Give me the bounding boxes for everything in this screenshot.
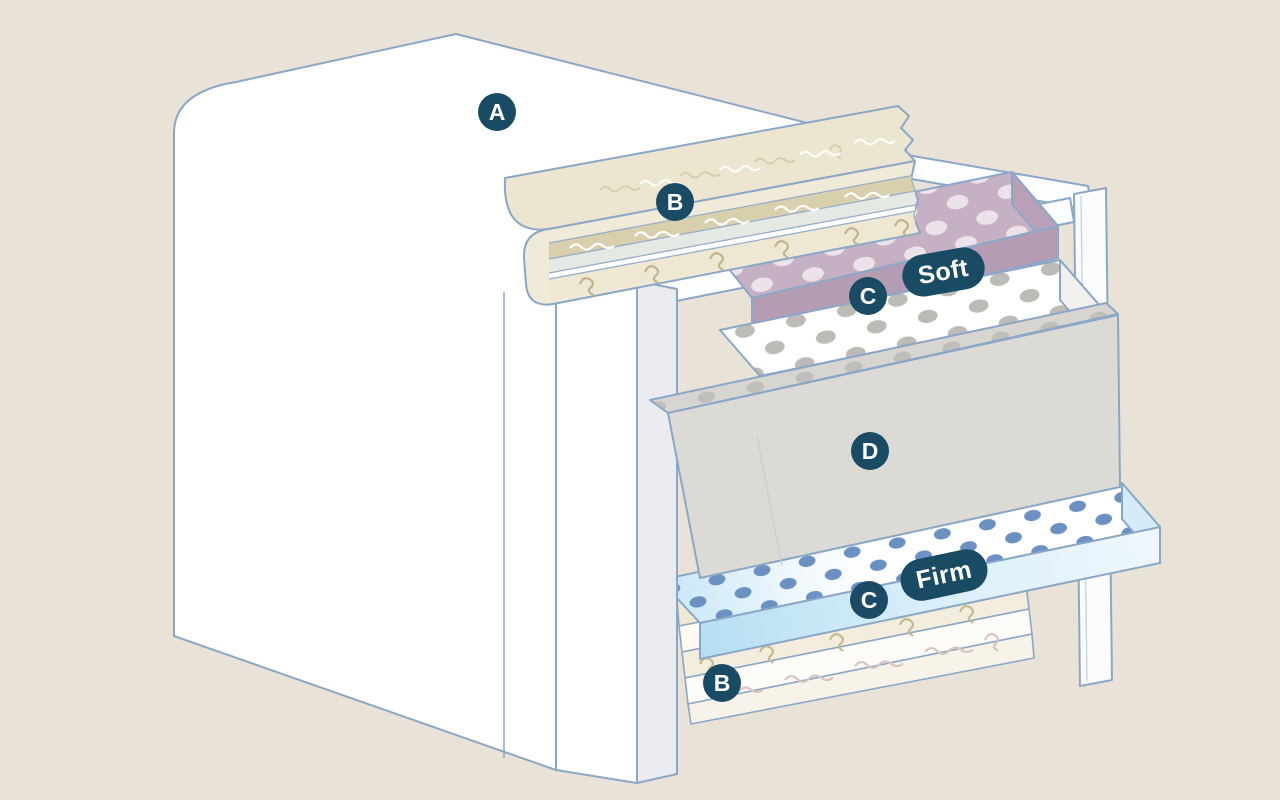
label-b-top-text: B: [666, 188, 684, 215]
label-b-bottom-text: B: [713, 669, 731, 696]
frame-left-post: [555, 280, 678, 784]
core-corner-line: [756, 435, 783, 567]
soft-tag-text: Soft: [915, 253, 971, 290]
label-c-soft: C: [849, 277, 887, 315]
label-d-text: D: [861, 437, 879, 464]
label-b-top: B: [656, 183, 694, 221]
label-d-core: D: [851, 432, 889, 470]
label-a-cover: A: [478, 93, 516, 131]
label-b-bottom: B: [703, 664, 741, 702]
layer-d-core-shape: [649, 302, 1121, 579]
label-c-firm: C: [850, 581, 888, 619]
label-c-firm-text: C: [860, 586, 878, 613]
firm-tag-text: Firm: [913, 554, 975, 595]
quilt-bands: [548, 174, 916, 301]
label-c-soft-text: C: [859, 282, 877, 309]
label-a-text: A: [488, 98, 506, 125]
layer-b-top-shape: [503, 105, 921, 306]
